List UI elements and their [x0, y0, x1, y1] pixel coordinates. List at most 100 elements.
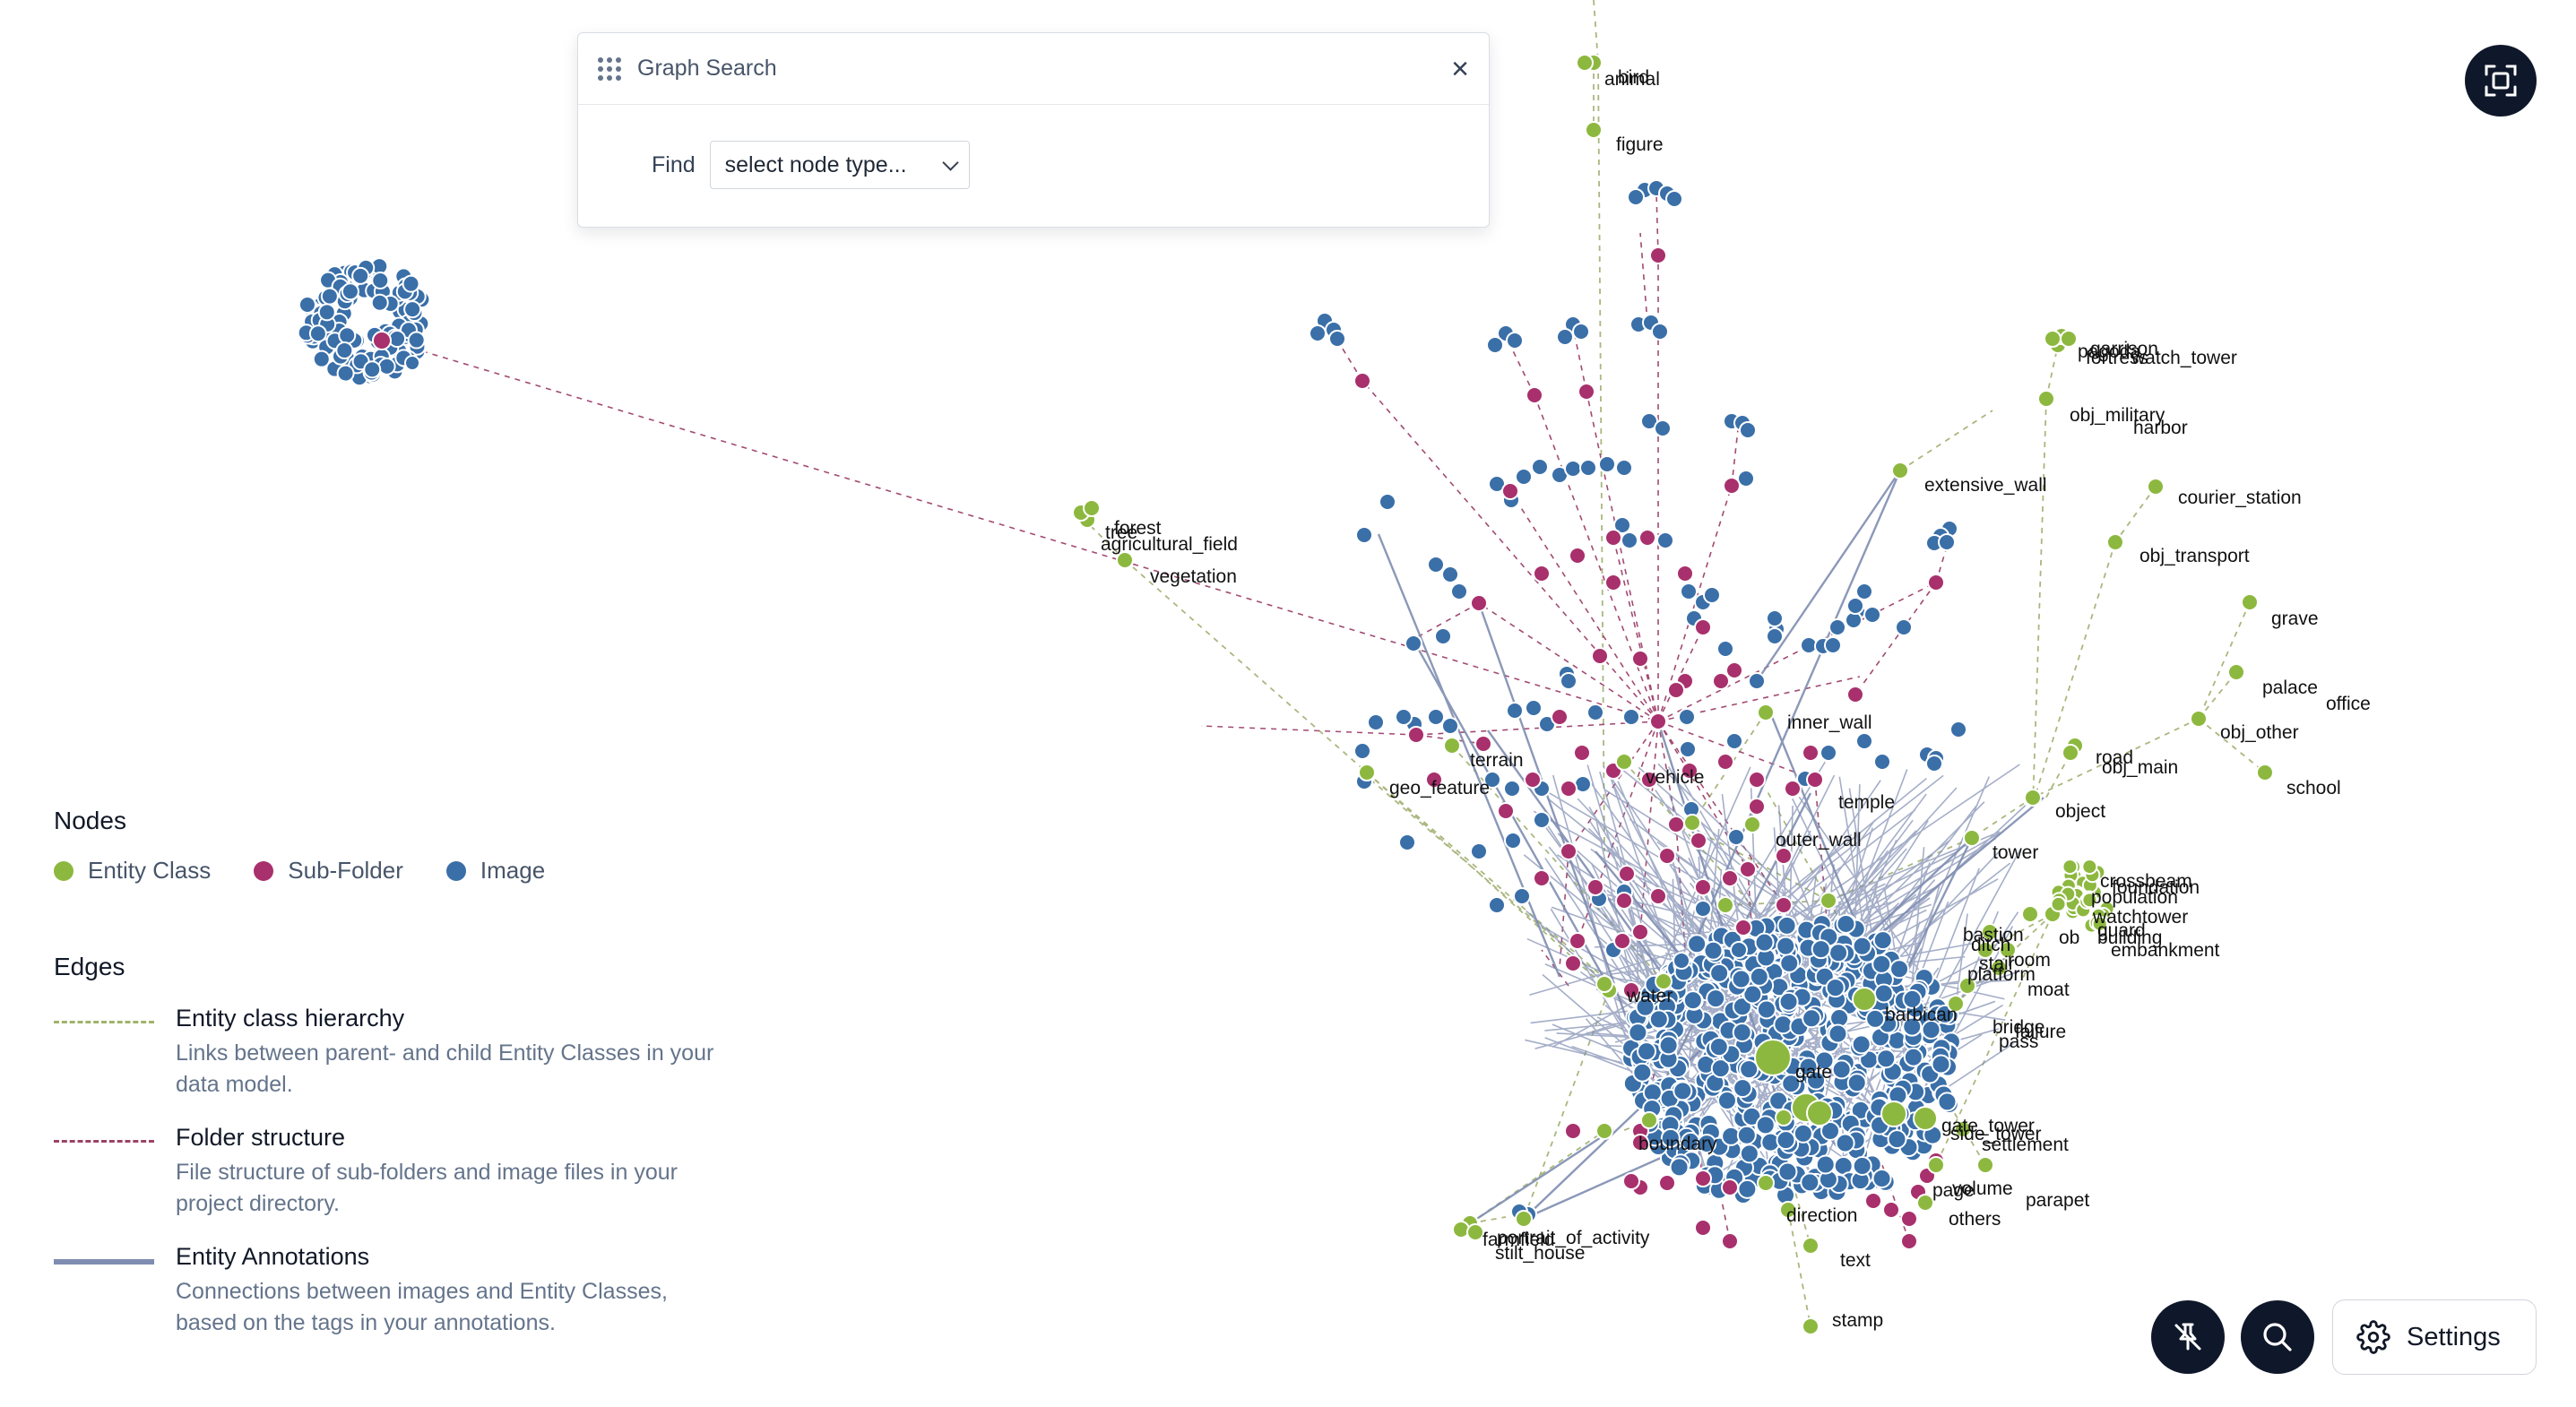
- sub-folder-node[interactable]: [1681, 762, 1699, 780]
- image-node[interactable]: [1931, 1054, 1951, 1075]
- image-node[interactable]: [1739, 421, 1757, 439]
- entity-class-node[interactable]: [2050, 895, 2067, 912]
- sub-folder-node[interactable]: [1712, 672, 1730, 690]
- sub-folder-node[interactable]: [1927, 574, 1945, 591]
- sub-folder-node[interactable]: [1694, 1170, 1712, 1187]
- image-node[interactable]: [1776, 1130, 1796, 1151]
- image-node[interactable]: [1367, 713, 1385, 731]
- sub-folder-node[interactable]: [1560, 842, 1578, 860]
- image-node[interactable]: [1733, 1078, 1753, 1099]
- sub-folder-node[interactable]: [1658, 847, 1676, 865]
- image-node[interactable]: [1749, 966, 1769, 987]
- image-node[interactable]: [370, 293, 389, 312]
- sub-folder-node[interactable]: [1551, 708, 1569, 726]
- image-node[interactable]: [1673, 1081, 1693, 1101]
- entity-class-node[interactable]: [2227, 663, 2245, 681]
- image-node[interactable]: [338, 326, 357, 345]
- image-node[interactable]: [404, 355, 420, 371]
- image-node[interactable]: [1828, 1023, 1848, 1044]
- entity-class-node[interactable]: [2060, 330, 2078, 348]
- image-node[interactable]: [1755, 1115, 1776, 1135]
- entity-class-node[interactable]: [1116, 551, 1134, 569]
- image-node[interactable]: [1434, 627, 1452, 645]
- entity-class-node[interactable]: [1891, 462, 1909, 479]
- image-node[interactable]: [317, 303, 336, 322]
- sub-folder-node[interactable]: [1721, 1178, 1739, 1196]
- image-node[interactable]: [1776, 915, 1797, 936]
- image-node[interactable]: [1871, 1169, 1892, 1189]
- sub-folder-node[interactable]: [1638, 529, 1656, 547]
- image-node[interactable]: [1586, 704, 1604, 721]
- image-node[interactable]: [1811, 939, 1831, 960]
- entity-class-node[interactable]: [1443, 737, 1461, 755]
- image-node[interactable]: [1427, 556, 1445, 574]
- image-node[interactable]: [1598, 455, 1616, 473]
- sub-folder-node[interactable]: [1882, 1201, 1900, 1219]
- entity-class-node[interactable]: [1963, 829, 1981, 847]
- image-node[interactable]: [1824, 636, 1842, 654]
- image-node[interactable]: [1450, 583, 1468, 600]
- image-node[interactable]: [1398, 833, 1416, 851]
- image-node[interactable]: [1846, 1073, 1867, 1093]
- sub-folder-node[interactable]: [1604, 529, 1622, 547]
- entity-class-node[interactable]: [1640, 1111, 1658, 1129]
- image-node[interactable]: [1648, 1009, 1669, 1030]
- sub-folder-node[interactable]: [1526, 386, 1543, 404]
- image-node[interactable]: [308, 324, 327, 343]
- image-node[interactable]: [312, 350, 331, 368]
- image-node[interactable]: [1902, 1016, 1923, 1037]
- entity-class-node[interactable]: [1683, 814, 1701, 832]
- image-node[interactable]: [1564, 460, 1582, 478]
- image-node[interactable]: [1739, 1059, 1759, 1080]
- image-node[interactable]: [1756, 999, 1776, 1020]
- image-node[interactable]: [1855, 583, 1873, 600]
- sub-folder-node[interactable]: [1622, 1172, 1640, 1190]
- image-node[interactable]: [1703, 940, 1724, 961]
- sub-folder-node[interactable]: [372, 331, 392, 350]
- sub-folder-node[interactable]: [1802, 744, 1820, 762]
- sub-folder-node[interactable]: [1578, 383, 1595, 401]
- image-node[interactable]: [1533, 811, 1551, 829]
- sub-folder-node[interactable]: [1569, 932, 1586, 950]
- image-node[interactable]: [1806, 1070, 1827, 1091]
- entity-class-node[interactable]: [1754, 1039, 1792, 1076]
- image-node[interactable]: [1486, 336, 1504, 354]
- entity-class-node[interactable]: [1927, 1156, 1945, 1174]
- image-node[interactable]: [1441, 717, 1459, 735]
- image-node[interactable]: [1865, 1008, 1886, 1029]
- sub-folder-node[interactable]: [1667, 681, 1685, 699]
- image-node[interactable]: [341, 282, 359, 301]
- image-node[interactable]: [402, 274, 420, 293]
- image-node[interactable]: [1876, 1049, 1897, 1069]
- sub-folder-node[interactable]: [1353, 372, 1371, 390]
- image-node[interactable]: [1725, 732, 1743, 750]
- sub-folder-node[interactable]: [1586, 878, 1604, 896]
- entity-class-node[interactable]: [2091, 915, 2108, 932]
- sub-folder-node[interactable]: [1900, 1210, 1918, 1228]
- entity-class-node[interactable]: [2021, 905, 2039, 923]
- image-node[interactable]: [1727, 828, 1745, 846]
- image-node[interactable]: [1637, 1041, 1657, 1062]
- image-node[interactable]: [1572, 323, 1590, 341]
- entity-class-node[interactable]: [1913, 1106, 1938, 1131]
- image-node[interactable]: [1873, 983, 1894, 1004]
- image-node[interactable]: [363, 360, 382, 379]
- image-node[interactable]: [1353, 742, 1371, 760]
- image-node[interactable]: [1852, 1155, 1872, 1176]
- sub-folder-node[interactable]: [1560, 780, 1578, 798]
- image-node[interactable]: [1872, 930, 1893, 951]
- image-node[interactable]: [1781, 1074, 1802, 1094]
- image-node[interactable]: [1779, 953, 1800, 973]
- entity-class-node[interactable]: [1990, 959, 2008, 977]
- entity-class-node[interactable]: [1595, 1122, 1613, 1140]
- sub-folder-node[interactable]: [1775, 847, 1793, 865]
- image-node[interactable]: [1694, 900, 1712, 918]
- image-node[interactable]: [1768, 1091, 1789, 1111]
- image-node[interactable]: [1503, 780, 1521, 798]
- sub-folder-node[interactable]: [1631, 650, 1649, 668]
- image-node[interactable]: [1531, 458, 1549, 476]
- entity-class-node[interactable]: [1775, 1109, 1793, 1126]
- entity-class-node[interactable]: [2024, 789, 2042, 807]
- image-node[interactable]: [1820, 744, 1837, 762]
